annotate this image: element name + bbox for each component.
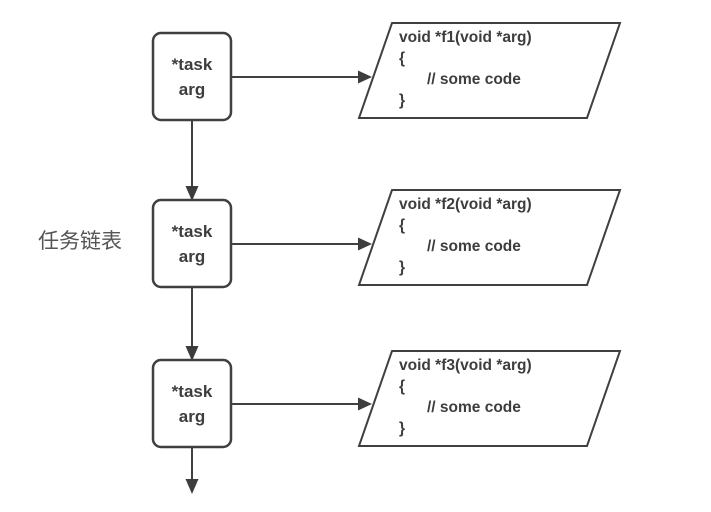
function-shape-f3 <box>357 350 622 447</box>
open-brace: { <box>399 378 406 395</box>
arrow-node3-to-f3 <box>231 397 372 411</box>
close-brace: } <box>399 259 406 276</box>
arrow-node3-to-next <box>185 447 199 494</box>
task-node-2: *task arg <box>153 200 231 287</box>
arrow-node1-to-f1 <box>231 70 372 84</box>
task-arg-field: arg <box>178 246 206 266</box>
function-code-f3: void *f3(void *arg) { // some code } <box>399 355 609 439</box>
task-list-label: 任务链表 <box>38 230 122 253</box>
arrow-node2-to-f2 <box>231 237 372 251</box>
function-signature: void *f3(void *arg) <box>399 357 532 374</box>
arrow-head-icon <box>185 479 199 494</box>
function-signature: void *f2(void *arg) <box>399 196 532 213</box>
function-code-f1: void *f1(void *arg) { // some code } <box>399 27 609 111</box>
arrow-node2-to-node3 <box>185 287 199 361</box>
function-signature: void *f1(void *arg) <box>399 29 532 46</box>
task-arg-field: arg <box>178 406 206 426</box>
function-shape-f2 <box>357 189 622 286</box>
arrow-head-icon <box>358 237 372 251</box>
task-pointer-field: *task <box>171 54 213 74</box>
task-arg-field: arg <box>178 79 206 99</box>
close-brace: } <box>399 420 406 437</box>
task-node-1: *task arg <box>153 33 231 120</box>
arrow-head-icon <box>358 70 372 84</box>
task-pointer-field: *task <box>171 221 213 241</box>
function-shape-f1 <box>357 22 622 119</box>
arrow-head-icon <box>358 397 372 411</box>
function-body-comment: // some code <box>427 238 521 255</box>
open-brace: { <box>399 217 406 234</box>
arrow-node1-to-node2 <box>185 120 199 201</box>
close-brace: } <box>399 92 406 109</box>
task-pointer-field: *task <box>171 381 213 401</box>
arrow-head-icon <box>185 346 199 361</box>
open-brace: { <box>399 50 406 67</box>
function-code-f2: void *f2(void *arg) { // some code } <box>399 194 609 278</box>
function-body-comment: // some code <box>427 71 521 88</box>
arrow-head-icon <box>185 186 199 201</box>
task-node-3: *task arg <box>153 360 231 447</box>
function-body-comment: // some code <box>427 399 521 416</box>
